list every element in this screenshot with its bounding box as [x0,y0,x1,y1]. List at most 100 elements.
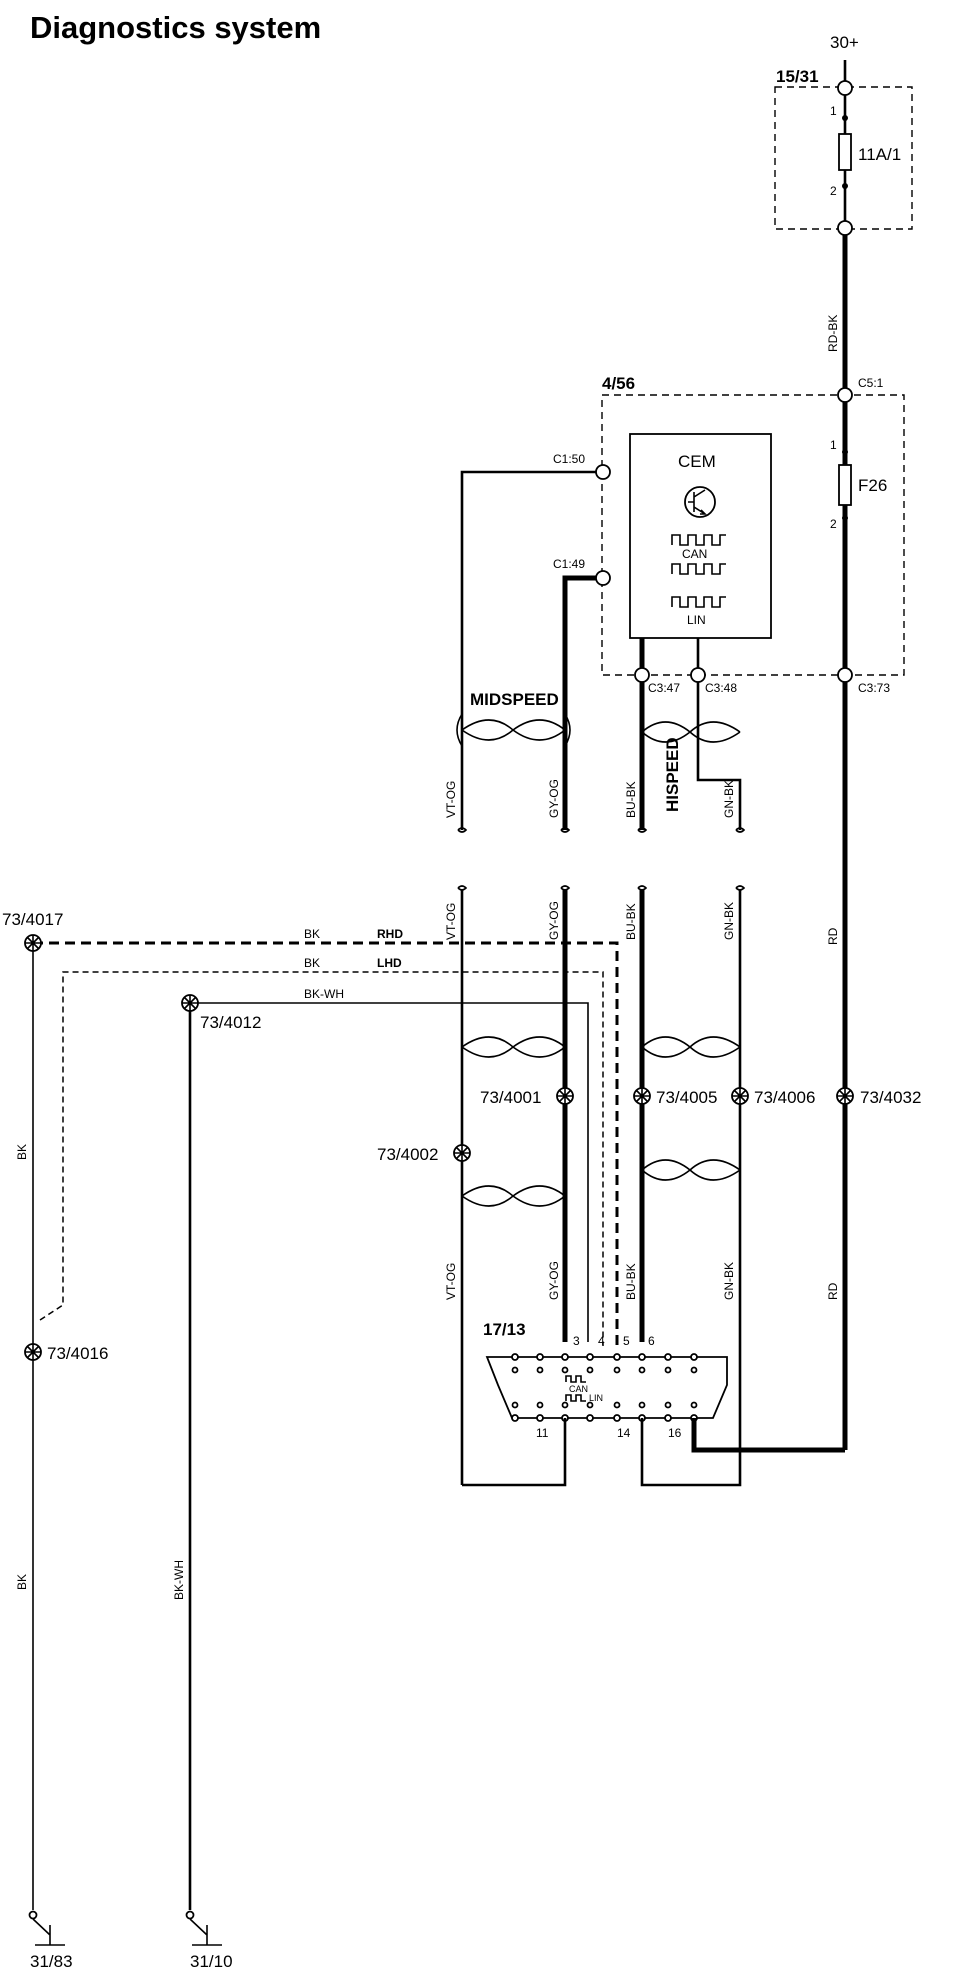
wire-vt-og-break-top [457,827,468,833]
dlc-pin-3: 3 [573,1334,580,1348]
fuse-11a-pin1: 1 [830,104,837,118]
fuse-box-label: 15/31 [776,67,819,86]
wire-bk-rhd-label: BK [304,927,320,941]
splice-4006-label: 73/4006 [754,1088,815,1107]
wire-gn-bk-label-3: GN-BK [722,1262,736,1300]
splice-4001-icon [556,1087,574,1105]
fuse-11a-pin1-dot [842,115,848,121]
dlc-lin-wave [565,1394,586,1402]
cem-can-label: CAN [682,547,707,561]
connector-c1-49: C1:49 [553,557,585,571]
cem-module-label: 4/56 [602,374,635,393]
dlc-pin-5: 5 [623,1334,630,1348]
connector-c3-48: C3:48 [705,681,737,695]
wire-gn-bk-break-top [735,827,746,833]
wire-vt-og-label-1: VT-OG [444,781,458,818]
wire-bk-lhd-label: BK [304,956,320,970]
fuse-f26-pin2: 2 [830,517,837,531]
hispeed-label: HISPEED [663,737,682,812]
wire-rd-bk-label: RD-BK [826,315,840,352]
dlc-top-pins [511,1353,698,1361]
cem-terminal-c3-48 [690,667,706,683]
fuse-f26-symbol [838,464,852,506]
lhd-label: LHD [377,956,402,970]
wire-dlc-pin-11-loop [462,1418,567,1487]
dlc-can-label: CAN [569,1384,588,1394]
wire-vt-og-break-bottom [457,885,468,891]
wire-gy-og-label-3: GY-OG [547,1261,561,1300]
fuse-11a-pin2-dot [842,183,848,189]
wire-bu-bk-break-top [637,827,648,833]
wire-gy-og-upper [562,575,600,830]
fuse-box-terminal-top [837,80,853,96]
cem-module-outline [601,394,905,676]
wire-bu-bk-break-bottom [637,885,648,891]
wire-gn-bk-break-bottom [735,885,746,891]
twist-marker-bu-gn-1 [641,1036,741,1058]
lin-waveform [671,596,726,608]
wire-rd-label-lower: RD [826,1282,840,1300]
wire-bk-wh-horizontal [190,1002,589,1342]
splice-4017-label: 73/4017 [2,910,63,929]
dlc-can-wave [565,1375,586,1383]
ground-31-10-icon [185,1910,222,1946]
ground-31-83-icon [28,1910,65,1946]
splice-4005-label: 73/4005 [656,1088,717,1107]
supply-label: 30+ [830,33,859,52]
can-waveform-low [671,563,726,575]
cem-terminal-c5-1 [837,387,853,403]
wire-rd-label-upper: RD [826,927,840,945]
fuse-11a-pin2: 2 [830,184,837,198]
wire-bk-rhd [33,941,619,1346]
fuse-f26-pin1-dot [842,449,848,455]
connector-c1-50: C1:50 [553,452,585,466]
fuse-11a-label: 11A/1 [858,145,901,164]
wire-bk-label-lower: BK [15,1574,29,1590]
connector-c5-1: C5:1 [858,376,884,390]
midspeed-twist-marker [461,719,566,741]
wire-gy-og-break-top [560,827,571,833]
splice-4016-label: 73/4016 [47,1344,108,1363]
fuse-box-terminal-bottom [837,220,853,236]
wire-gy-og-label-1: GY-OG [547,779,561,818]
dlc-pin-16: 16 [668,1426,682,1440]
fuse-f26-pin1: 1 [830,438,837,452]
hispeed-twist-marker [641,721,741,743]
dlc-connector-outline [485,1356,728,1419]
cem-terminal-c3-73 [837,667,853,683]
can-waveform-high [671,534,726,546]
wire-bu-bk-label-1: BU-BK [624,781,638,818]
dlc-pin-6: 6 [648,1334,655,1348]
cem-terminal-c1-49 [595,570,611,586]
wire-bu-bk-label-2: BU-BK [624,903,638,940]
splice-4017-icon [24,934,42,952]
connector-c3-47: C3:47 [648,681,680,695]
splice-4002-label: 73/4002 [377,1145,438,1164]
midspeed-twist-ends [456,713,571,747]
wire-bk-label-upper: BK [15,1144,29,1160]
wire-gy-og-label-2: GY-OG [547,901,561,940]
splice-4006-icon [731,1087,749,1105]
twist-marker-bu-gn-2 [641,1159,741,1181]
splice-4005-icon [633,1087,651,1105]
fuse-f26-label: F26 [858,476,887,495]
splice-4016-icon [24,1343,42,1361]
fuse-11a-symbol [838,133,852,171]
splice-4032-label: 73/4032 [860,1088,921,1107]
splice-4012-icon [181,994,199,1012]
cem-terminal-c1-50 [595,464,611,480]
cem-terminal-c3-47 [634,667,650,683]
splice-4032-icon [836,1087,854,1105]
twist-marker-vt-gy-2 [461,1185,566,1207]
ground-31-83-label: 31/83 [30,1952,73,1971]
ground-31-10-label: 31/10 [190,1952,233,1971]
diagram-title: Diagnostics system [30,10,321,45]
wire-gn-bk-label-1: GN-BK [722,780,736,818]
wire-bu-bk-label-3: BU-BK [624,1263,638,1300]
wire-dlc-pin-14-loop [640,1342,742,1487]
midspeed-label: MIDSPEED [470,690,559,709]
rhd-label: RHD [377,927,403,941]
splice-4002-icon [453,1144,471,1162]
wire-gn-bk-upper [696,638,742,830]
